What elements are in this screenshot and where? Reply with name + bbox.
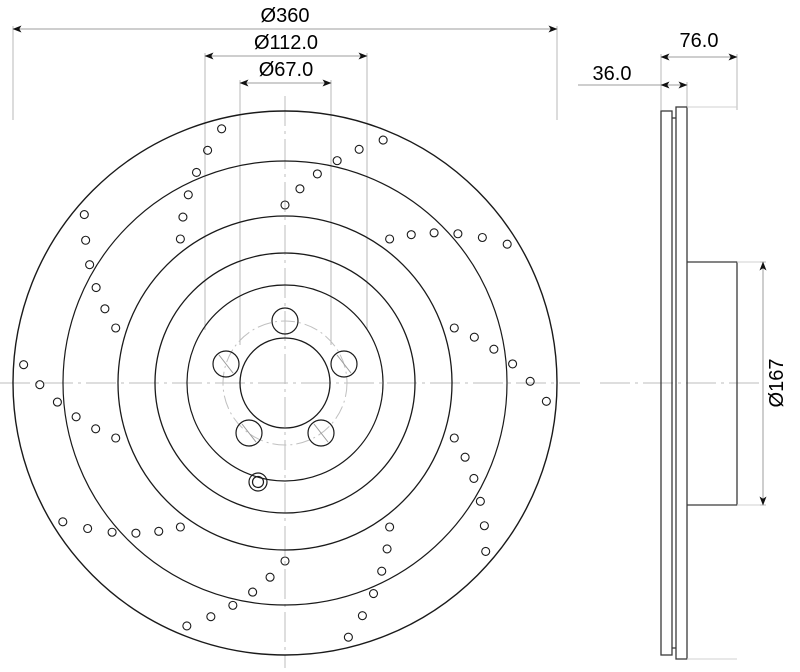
dimension-label-bolt-circle-diameter: Ø112.0 — [254, 32, 318, 54]
drilled-cooling-hole — [107, 527, 117, 537]
bolt-hole — [212, 350, 240, 378]
locating-pin-hole — [248, 472, 268, 492]
bolt-hole-chamfer-mark — [218, 354, 234, 374]
bolt-hole-chamfer-mark — [241, 423, 257, 443]
drilled-cooling-hole — [481, 546, 491, 556]
hub-bell-profile — [687, 261, 738, 506]
drilled-cooling-hole — [354, 144, 364, 154]
drilled-cooling-hole — [453, 229, 463, 239]
centerlines — [0, 96, 760, 668]
drilled-cooling-hole — [203, 145, 213, 155]
center-bore-circle — [239, 337, 331, 429]
drilled-cooling-hole — [91, 283, 101, 293]
drilled-cooling-hole — [469, 332, 479, 342]
drilled-cooling-hole — [183, 190, 193, 200]
drilled-cooling-hole — [19, 360, 29, 370]
drilled-cooling-hole — [357, 611, 367, 621]
drilled-cooling-hole — [206, 612, 216, 622]
drilled-cooling-hole — [191, 167, 202, 177]
drilled-cooling-hole — [525, 376, 535, 386]
hub-flange-circle — [117, 215, 453, 551]
dimension-label-overall-width: 76.0 — [680, 30, 719, 52]
drilled-cooling-hole — [541, 396, 551, 406]
drilled-cooling-hole — [449, 323, 459, 333]
drilled-cooling-hole — [71, 412, 81, 422]
side-section-view — [660, 106, 738, 660]
drilled-cooling-hole — [175, 234, 185, 244]
bolt-hole — [235, 419, 263, 447]
bolt-hole — [271, 307, 299, 335]
drilled-cooling-hole — [79, 210, 89, 220]
bolt-hole-chamfer-mark — [313, 423, 329, 443]
drilled-cooling-hole — [406, 230, 416, 240]
bolt-pitch-circle — [222, 320, 348, 446]
dimension-lines — [12, 25, 767, 506]
bolt-hole — [330, 350, 358, 378]
drilled-cooling-hole — [35, 380, 45, 390]
drilled-cooling-hole — [479, 521, 489, 531]
drilled-cooling-hole — [377, 566, 387, 576]
drilled-cooling-hole — [85, 260, 95, 270]
dimension-label-hub-diameter: Ø167 — [766, 359, 788, 408]
front-view — [12, 110, 558, 656]
dimension-label-center-bore-diameter: Ø67.0 — [259, 59, 313, 81]
drilled-cooling-hole — [368, 588, 379, 599]
bolt-hole — [307, 419, 335, 447]
drilled-cooling-hole — [111, 323, 121, 333]
dimension-label-outer-diameter: Ø360 — [261, 5, 310, 27]
side-view-projection-lines — [687, 106, 760, 660]
drilled-cooling-hole — [449, 433, 459, 443]
drilled-cooling-hole — [343, 632, 353, 642]
drilled-cooling-hole — [280, 200, 290, 210]
locating-pin-inner-circle — [251, 475, 265, 489]
drilled-cooling-hole — [429, 228, 439, 238]
drilled-cooling-hole — [182, 621, 192, 631]
outer-edge-circle — [12, 110, 558, 656]
drilled-cooling-hole — [217, 124, 227, 134]
drilled-cooling-hole — [265, 572, 275, 582]
drilled-cooling-hole — [508, 359, 518, 369]
drilled-cooling-hole — [178, 212, 188, 222]
bolt-hole-group — [212, 307, 358, 447]
friction-band-inner-circle — [62, 160, 508, 606]
drilled-cooling-hole — [81, 235, 91, 245]
drilled-cooling-hole — [58, 517, 68, 527]
inboard-friction-plate — [660, 110, 673, 656]
drilled-cooling-hole — [460, 452, 470, 462]
drilled-cooling-hole — [131, 528, 141, 538]
outboard-friction-plate — [675, 106, 688, 660]
dimension-label-disc-thickness: 36.0 — [593, 63, 632, 85]
drilled-cooling-hole — [502, 239, 512, 249]
drilled-cooling-hole — [175, 522, 185, 532]
hub-bell-circle — [154, 252, 416, 514]
drilled-cooling-hole — [489, 344, 499, 354]
bolt-hole-chamfer-mark — [336, 354, 352, 374]
locating-pin-outer-circle — [248, 472, 268, 492]
drilled-cooling-hole — [248, 587, 258, 597]
drilled-cooling-hole — [100, 304, 110, 314]
drilled-cooling-hole — [83, 523, 93, 534]
drilled-cooling-hole — [52, 397, 62, 407]
drilled-hole-pattern — [19, 124, 551, 642]
drilled-cooling-hole — [378, 135, 388, 145]
drilled-cooling-hole — [91, 424, 101, 434]
drilled-cooling-hole — [382, 544, 392, 554]
drilled-cooling-hole — [228, 600, 238, 610]
dimension-labels: Ø360 Ø112.0 Ø67.0 76.0 36.0 Ø167 — [254, 5, 788, 407]
drilled-cooling-hole — [469, 473, 479, 483]
drilled-cooling-hole — [385, 234, 395, 244]
drilled-cooling-hole — [332, 156, 342, 166]
drilled-cooling-hole — [295, 184, 305, 194]
drilled-cooling-hole — [477, 232, 487, 243]
drilled-cooling-hole — [154, 526, 164, 536]
bolt-hole-chamfer-marks — [218, 354, 352, 443]
drilled-cooling-hole — [312, 169, 322, 179]
drilled-cooling-hole — [111, 433, 121, 443]
drilled-cooling-hole — [280, 556, 290, 566]
drilled-cooling-hole — [475, 496, 485, 506]
hub-face-circle — [186, 284, 384, 482]
drilled-cooling-hole — [385, 522, 395, 532]
